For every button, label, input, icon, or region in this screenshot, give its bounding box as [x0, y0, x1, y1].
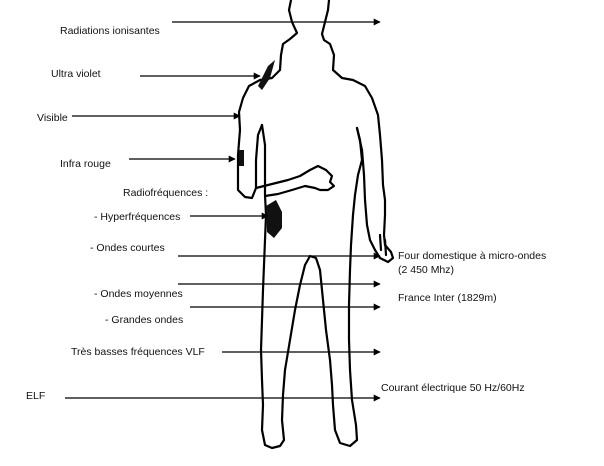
infrared-absorption-mark [239, 150, 244, 166]
label-ultra-violet: Ultra violet [51, 68, 101, 80]
radiation-labels: Radiations ionisantes Ultra violet Visib… [26, 25, 208, 402]
label-elf: ELF [26, 390, 45, 402]
source-annotations: Four domestique à micro-ondes (2 450 Mhz… [381, 250, 546, 394]
label-visible: Visible [37, 112, 68, 124]
annotation-four-line2: (2 450 Mhz) [398, 264, 454, 276]
label-ondes-courtes: - Ondes courtes [90, 242, 165, 254]
uv-absorption-mark [258, 60, 275, 90]
label-grandes-ondes: - Grandes ondes [105, 314, 183, 326]
annotation-four-line1: Four domestique à micro-ondes [398, 250, 546, 262]
radiation-arrows [65, 18, 381, 402]
label-infra-rouge: Infra rouge [60, 158, 111, 170]
annotation-france-inter: France Inter (1829m) [398, 292, 497, 304]
human-body-outline [236, 0, 395, 450]
label-tres-basses-frequences: Très basses fréquences VLF [71, 346, 205, 358]
label-radiofrequences: Radiofréquences : [123, 187, 208, 199]
label-ondes-moyennes: - Ondes moyennes [94, 288, 183, 300]
label-radiations-ionisantes: Radiations ionisantes [60, 25, 160, 37]
hyperfrequency-absorption-mark [266, 200, 282, 238]
label-hyperfrequences: - Hyperfréquences [94, 211, 180, 223]
annotation-courant-electrique: Courant électrique 50 Hz/60Hz [381, 382, 525, 394]
